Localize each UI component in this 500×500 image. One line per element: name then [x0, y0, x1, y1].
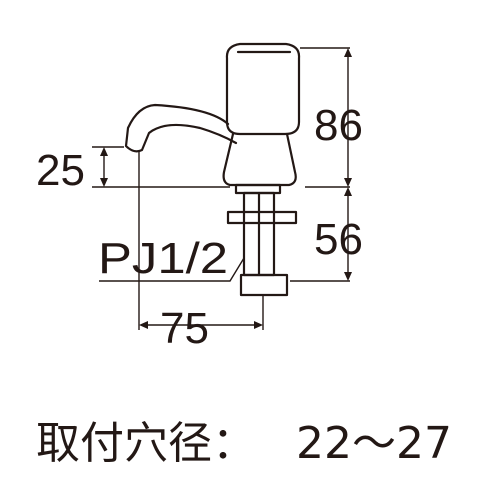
- thread-leader: [99, 257, 245, 282]
- faucet-spout: [124, 103, 238, 153]
- thread-label: PJ1/2: [98, 234, 228, 283]
- arrow-25-bottom: [100, 178, 108, 187]
- arrow-56-bottom: [344, 272, 352, 281]
- arrow-56-top: [344, 187, 352, 196]
- mounting-hole-caption: 取付穴径： 22～27: [0, 395, 500, 485]
- dim-label-25: 25: [36, 146, 85, 195]
- dim-label-56: 56: [314, 215, 363, 264]
- lock-nut: [239, 273, 289, 297]
- mounting-hole-label: 取付穴径：: [36, 418, 256, 469]
- faucet-base-collar: [234, 183, 282, 195]
- dim-label-75: 75: [160, 304, 209, 353]
- arrow-25-top: [100, 147, 108, 156]
- faucet-handle: [225, 42, 301, 136]
- mounting-hole-value: 22～27: [296, 418, 452, 469]
- arrow-86-bottom: [344, 178, 352, 187]
- arrow-75-left: [139, 321, 148, 329]
- arrow-86-top: [344, 48, 352, 57]
- arrow-75-right: [254, 321, 263, 329]
- dim-label-86: 86: [314, 101, 363, 150]
- mounting-washer: [226, 210, 298, 225]
